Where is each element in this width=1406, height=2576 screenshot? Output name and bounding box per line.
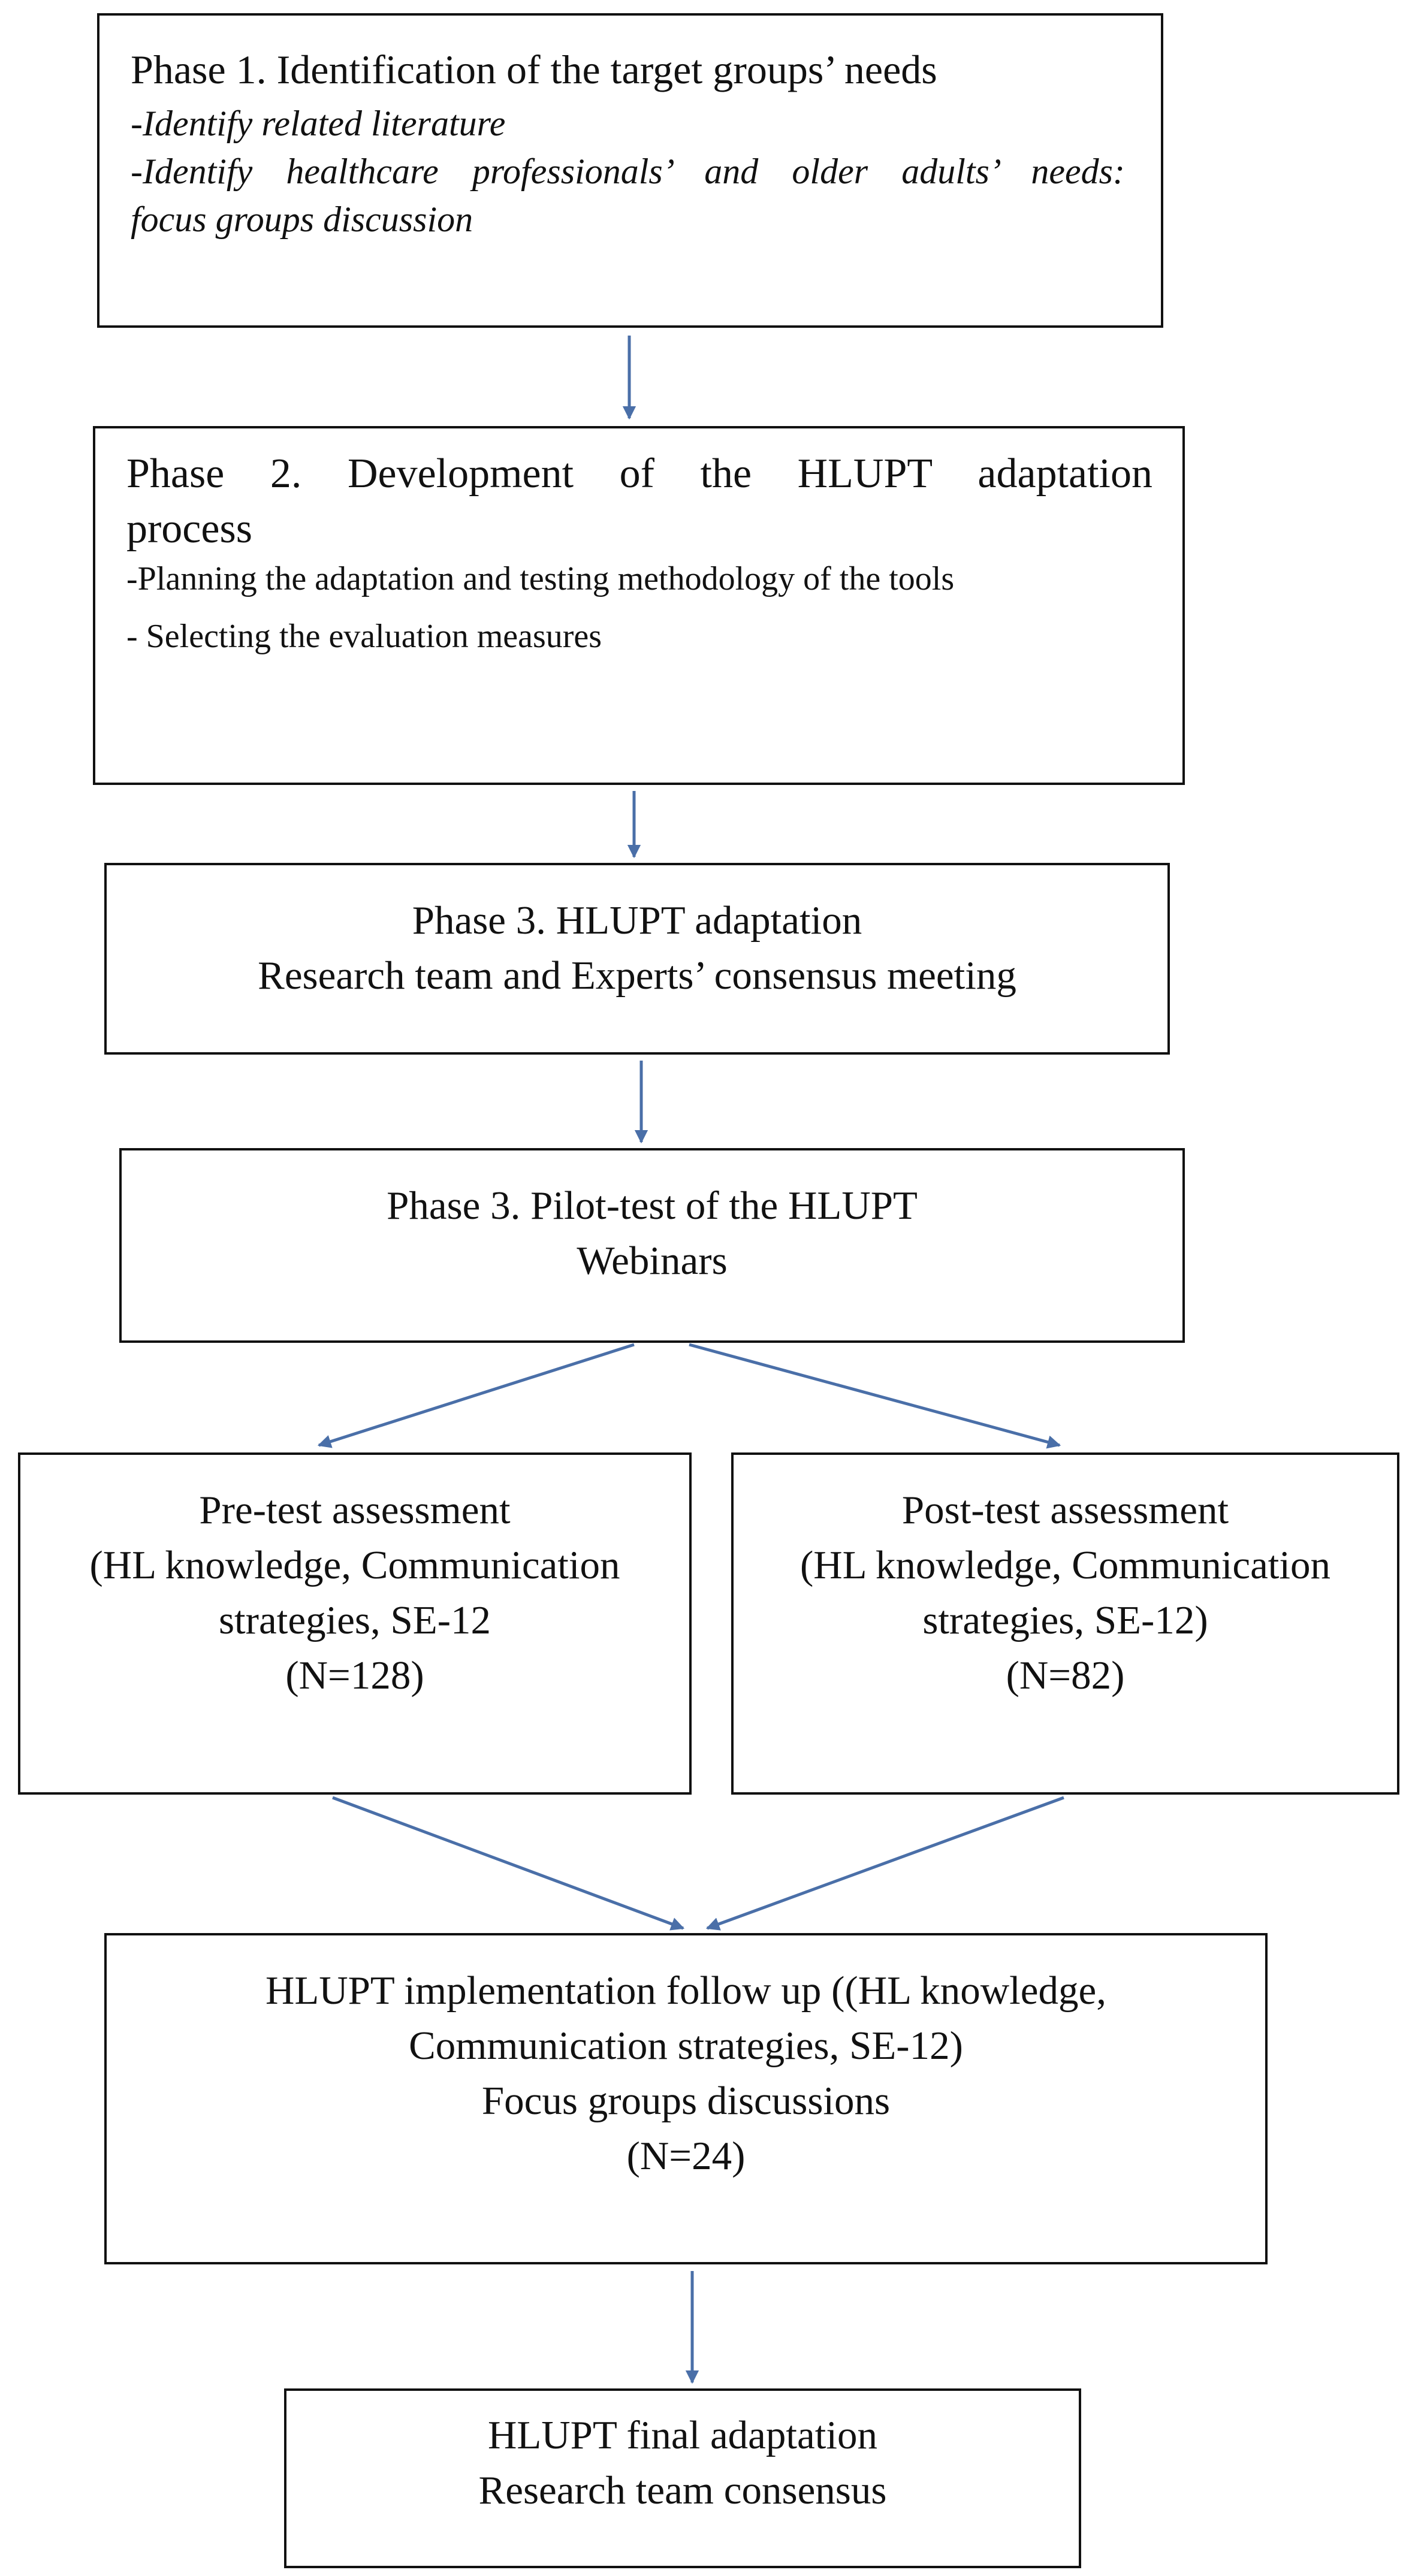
final-adaptation-box: HLUPT final adaptation Research team con…	[284, 2388, 1081, 2568]
arrow-pretest-to-followup	[332, 1796, 685, 1931]
followup-sample-size: (N=24)	[626, 2134, 746, 2178]
phase3-adaptation-title: Phase 3. HLUPT adaptation	[412, 898, 862, 943]
pretest-measures-line2: strategies, SE-12	[218, 1598, 491, 1642]
phase3-adaptation-subtitle: Research team and Experts’ consensus mee…	[258, 953, 1016, 998]
followup-measures: Communication strategies, SE-12)	[409, 2024, 963, 2068]
final-adaptation-title: HLUPT final adaptation	[487, 2413, 877, 2457]
phase1-item-needs-line1: -Identify healthcare professionals’ and …	[131, 152, 1125, 191]
followup-title: HLUPT implementation follow up ((HL know…	[265, 1968, 1107, 2013]
pretest-title: Pre-test assessment	[199, 1488, 511, 1532]
posttest-title: Post-test assessment	[901, 1488, 1229, 1532]
pretest-box: Pre-test assessment (HL knowledge, Commu…	[18, 1452, 692, 1795]
phase3-pilot-box: Phase 3. Pilot-test of the HLUPT Webinar…	[119, 1148, 1185, 1343]
phase3-pilot-subtitle: Webinars	[577, 1239, 728, 1283]
phase2-item-evaluation: - Selecting the evaluation measures	[126, 618, 602, 655]
phase2-box: Phase 2. Development of the HLUPT adapta…	[93, 426, 1185, 785]
arrow-pilot-to-posttest	[689, 1343, 1061, 1449]
final-adaptation-subtitle: Research team consensus	[478, 2468, 887, 2512]
posttest-sample-size: (N=82)	[1006, 1653, 1125, 1698]
posttest-box: Post-test assessment (HL knowledge, Comm…	[731, 1452, 1399, 1795]
phase1-box: Phase 1. Identification of the target gr…	[97, 13, 1163, 328]
phase1-title: Phase 1. Identification of the target gr…	[131, 47, 937, 92]
posttest-measures-line1: (HL knowledge, Communication	[799, 1543, 1331, 1587]
phase1-item-literature: -Identify related literature	[131, 104, 506, 143]
posttest-measures-line2: strategies, SE-12)	[922, 1598, 1208, 1642]
arrow-posttest-to-followup	[705, 1796, 1064, 1931]
phase3-adaptation-box: Phase 3. HLUPT adaptation Research team …	[104, 863, 1170, 1055]
pretest-measures-line1: (HL knowledge, Communication	[89, 1543, 620, 1587]
phase2-title-line2: process	[126, 506, 252, 552]
followup-focus-groups: Focus groups discussions	[481, 2079, 891, 2123]
pretest-sample-size: (N=128)	[285, 1653, 424, 1698]
phase2-item-planning: -Planning the adaptation and testing met…	[126, 560, 955, 597]
followup-box: HLUPT implementation follow up ((HL know…	[104, 1933, 1268, 2264]
arrow-pilot-to-pretest	[317, 1343, 635, 1448]
phase3-pilot-title: Phase 3. Pilot-test of the HLUPT	[387, 1183, 918, 1228]
phase1-item-needs-line2: focus groups discussion	[131, 200, 473, 239]
phase2-title-line1: Phase 2. Development of the HLUPT adapta…	[126, 451, 1152, 497]
